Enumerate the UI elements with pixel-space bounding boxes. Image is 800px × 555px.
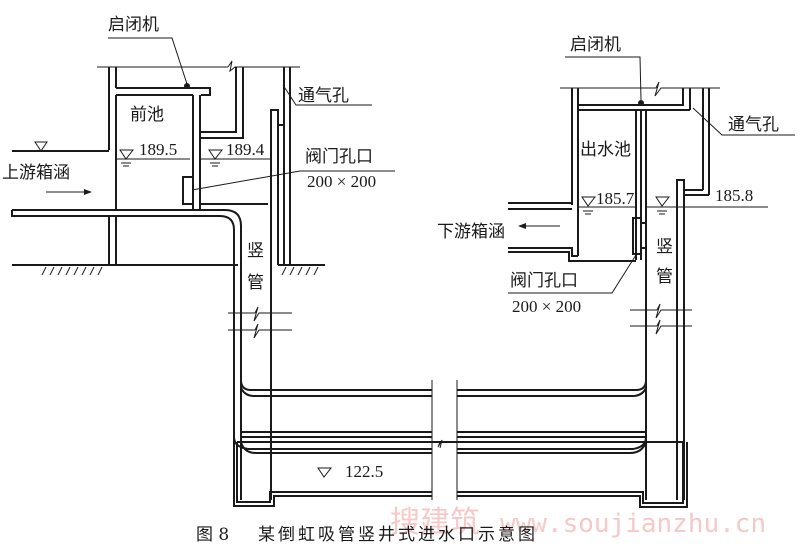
break-mark — [228, 306, 292, 322]
gate-size-left: 200 × 200 — [307, 172, 376, 191]
hoist-icon-right — [638, 100, 644, 106]
bend-inner — [219, 215, 235, 500]
conduit-inner-base-right — [457, 436, 647, 450]
conduit-inner-base-right-2 — [457, 441, 647, 454]
bottom-level-symbol — [317, 467, 333, 478]
hoist-label-right: 启闭机 — [570, 35, 621, 55]
ground-hatch-left — [41, 266, 319, 276]
leader-vent-left — [282, 84, 372, 106]
left-intake-structure — [11, 37, 395, 500]
gate-label-left: 阀门孔口 — [305, 147, 373, 167]
foundation-left-2 — [233, 437, 432, 507]
shaft-wall-right — [270, 109, 279, 500]
leader-vent-right — [692, 107, 795, 136]
break-mark — [630, 303, 692, 319]
break-mark — [228, 323, 292, 339]
watermark-cn: 搜建筑 — [390, 505, 480, 540]
right-outlet-structure — [508, 56, 795, 500]
siphon-conduit — [233, 379, 688, 508]
conduit-top-outer-left — [240, 379, 432, 391]
elev-shaft-left: 189.4 — [226, 140, 265, 159]
hoist-deck — [116, 87, 211, 96]
leader-gate-left — [191, 170, 395, 191]
culvert-bottom — [11, 210, 220, 217]
water-level-symbol — [34, 141, 271, 167]
figure-number: 图 8 — [196, 525, 229, 545]
shaft-right-char-1: 竖 — [656, 237, 673, 257]
foundation-right — [457, 442, 684, 504]
arrow-head-icon — [84, 189, 92, 195]
shaft-right-char-2: 管 — [656, 267, 673, 287]
conduit-inner-base-left-2 — [240, 441, 432, 454]
vent-duct-inner — [200, 67, 237, 133]
elev-shaft-right: 185.8 — [715, 186, 753, 205]
gate-body — [182, 176, 194, 205]
shaft-left-char-2: 管 — [247, 273, 264, 293]
elev-forebay: 189.5 — [139, 140, 177, 159]
outlet-pool-label: 出水池 — [580, 140, 631, 160]
gate-label-right: 阀门孔口 — [510, 271, 578, 291]
elev-outlet: 185.7 — [596, 189, 635, 208]
foundation-right-2 — [457, 442, 688, 508]
leader-hoist-left — [108, 37, 188, 85]
bend-outer — [200, 209, 242, 500]
gate-size-right: 200 × 200 — [512, 297, 581, 316]
shaft-left-char-1: 竖 — [247, 241, 264, 261]
hoist-label-left: 启闭机 — [108, 15, 159, 35]
break-mark — [432, 439, 443, 449]
conduit-top-inner-left — [240, 387, 432, 397]
vent-label-left: 通气孔 — [298, 86, 349, 106]
vent-duct-outer — [200, 67, 244, 139]
break-mark-top-left — [227, 60, 300, 73]
watermark-url: www.soujianzhu.cn — [500, 509, 766, 539]
culvert-right-bottom — [508, 247, 578, 257]
foundation-left — [236, 442, 432, 503]
conduit-top-outer-right — [457, 379, 647, 391]
vent-label-right: 通气孔 — [728, 115, 779, 135]
shaft-right-outer — [676, 179, 685, 500]
downstream-culvert-label: 下游箱涵 — [437, 222, 505, 242]
top-line-right — [560, 81, 720, 97]
break-mark — [630, 319, 692, 335]
gate-frame-right — [640, 222, 647, 249]
elev-bottom: 122.5 — [345, 462, 383, 481]
culvert-right-bottom-2 — [508, 251, 636, 262]
hoist-icon — [184, 83, 190, 89]
water-level-symbol — [578, 196, 768, 215]
upstream-culvert-label: 上游箱涵 — [2, 163, 70, 183]
figure-title: 某倒虹吸管竖井式进水口示意图 — [258, 525, 538, 545]
leader-gate-right — [508, 254, 637, 294]
conduit-top-inner-right — [457, 387, 647, 397]
arrow-head-icon — [518, 223, 526, 229]
deck-right — [578, 88, 684, 106]
forebay-label: 前池 — [130, 105, 164, 125]
leader-hoist-right — [565, 56, 642, 101]
